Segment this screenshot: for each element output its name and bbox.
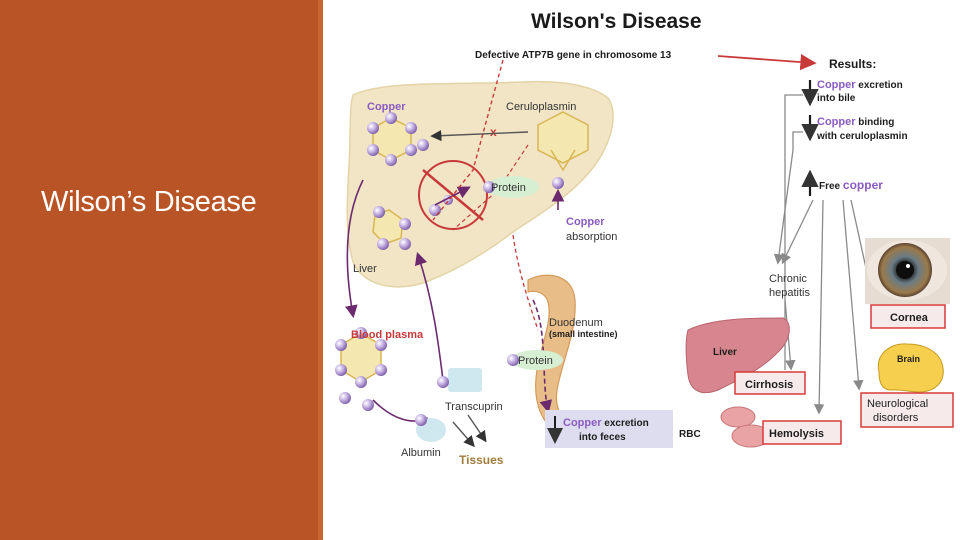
neuro-label-1: Neurological <box>867 398 928 410</box>
ceruloplasmin-label: Ceruloplasmin <box>506 101 576 113</box>
result-2-copper: Copper <box>817 116 856 128</box>
chronic-hepatitis-label-1: Chronic <box>769 273 807 285</box>
cirrhosis-label: Cirrhosis <box>745 379 793 391</box>
chronic-hepatitis-label-2: hepatitis <box>769 287 810 299</box>
protein-label-intestine: Protein <box>518 355 553 367</box>
result-3-copper: copper <box>843 178 883 192</box>
liver-copper-label: Copper <box>367 101 406 113</box>
wilson-disease-diagram: Wilson's Disease Defective ATP7B gene in… <box>323 0 960 540</box>
result-1-rest: excretion <box>856 80 903 91</box>
feces-excretion-word: excretion <box>602 418 649 429</box>
result-3-prefix: Free <box>819 181 843 192</box>
transcuprin-label: Transcuprin <box>445 401 503 413</box>
results-header: Results: <box>829 57 876 71</box>
brain-label: Brain <box>897 354 920 364</box>
tissues-label: Tissues <box>459 453 504 467</box>
hemolysis-label: Hemolysis <box>769 428 824 440</box>
result-1-copper: Copper <box>817 79 856 91</box>
gene-arrow <box>718 56 813 63</box>
result-3-line: Free copper <box>819 178 883 192</box>
eye-pupil <box>896 261 914 279</box>
result-1-line1: Copper excretion <box>817 79 903 91</box>
transcuprin-shape <box>448 368 482 392</box>
to-tissues-arrow-1 <box>453 422 473 445</box>
slide-title: Wilson’s Disease <box>41 186 256 219</box>
transcuprin-copper-dot <box>437 376 449 388</box>
diagram-title: Wilson's Disease <box>531 10 702 33</box>
copper-absorption-label-2: absorption <box>566 231 617 243</box>
free-copper-to-hepatitis <box>783 200 813 262</box>
albumin-label: Albumin <box>401 447 441 459</box>
result-2-line1: Copper binding <box>817 116 894 128</box>
duodenum-label: Duodenum <box>549 317 603 329</box>
protein-label-liver: Protein <box>491 182 526 194</box>
rbc-cell-1 <box>721 407 755 427</box>
result-2-rest: binding <box>856 117 895 128</box>
absorbed-copper-dot <box>552 177 564 189</box>
feces-copper-word: Copper <box>563 417 602 429</box>
albumin-copper-dot <box>415 414 427 426</box>
result-2-line2: with ceruloplasmin <box>816 131 908 142</box>
cirrhotic-liver-label: Liver <box>713 347 737 358</box>
small-intestine-label: (small intestine) <box>549 329 618 339</box>
copper-absorption-label-1: Copper <box>566 216 605 228</box>
gene-text: Defective ATP7B gene in chromosome 13 <box>475 50 672 61</box>
feces-text-line1: Copper excretion <box>563 417 649 429</box>
blood-plasma-label: Blood plasma <box>351 329 424 341</box>
to-tissues-arrow-2 <box>468 415 485 440</box>
title-panel: Wilson’s Disease <box>0 0 318 540</box>
feces-text-line2: into feces <box>579 432 626 443</box>
eye-highlight <box>906 264 910 268</box>
liver-label: Liver <box>353 263 377 275</box>
rbc-label: RBC <box>679 429 701 440</box>
brain-shape <box>878 344 943 392</box>
x-mark: x <box>490 125 497 139</box>
cornea-label: Cornea <box>890 312 929 324</box>
free-copper-to-hemolysis <box>819 200 823 412</box>
result-1-line2: into bile <box>817 93 856 104</box>
neuro-label-2: disorders <box>873 412 919 424</box>
